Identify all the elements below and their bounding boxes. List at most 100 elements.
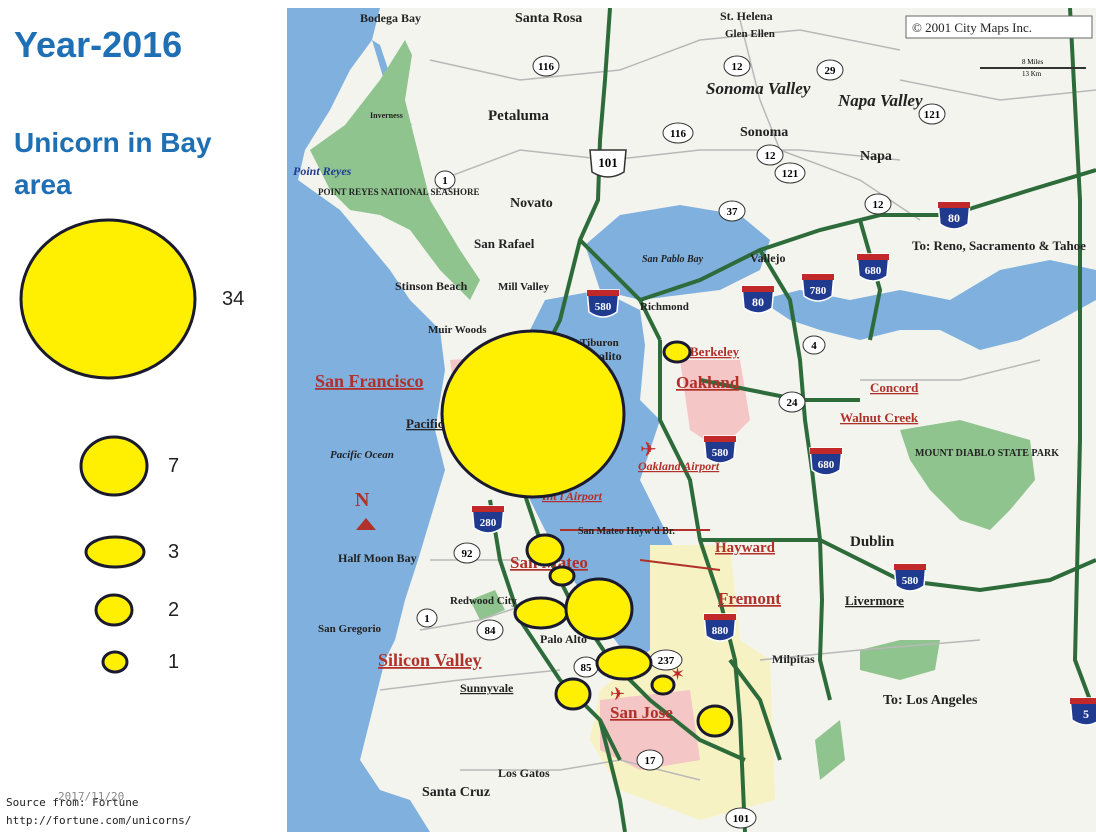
label-concord: Concord xyxy=(870,380,919,395)
label-palo-alto: Palo Alto xyxy=(540,632,587,646)
legend-bubble-3 xyxy=(84,535,146,569)
unicorn-bubble-san-mateo xyxy=(525,533,565,567)
shield-5: 5 xyxy=(1083,707,1089,721)
label-sonoma-valley: Sonoma Valley xyxy=(706,79,811,98)
shield-29: 29 xyxy=(825,65,837,77)
label-inverness: Inverness xyxy=(370,111,403,120)
shield-1-a: 1 xyxy=(442,175,448,187)
label-berkeley: Berkeley xyxy=(690,344,740,359)
interstate-shields: 80 680 780 580 80 580 680 280 880 580 5 xyxy=(471,201,1096,726)
pacific-ocean-water xyxy=(287,8,445,832)
label-oakland-airport: Oakland Airport xyxy=(638,459,720,473)
legend-label-3: 3 xyxy=(168,541,180,563)
sjc-airplane-icon: ✈ xyxy=(610,684,625,704)
label-sunnyvale: Sunnyvale xyxy=(460,681,514,695)
scale-km: 13 Km xyxy=(1022,70,1042,78)
suisun-bay-water xyxy=(760,260,1096,350)
label-pr-seashore: POINT REYES NATIONAL SEASHORE xyxy=(318,187,479,197)
shield-116-a: 116 xyxy=(538,61,554,73)
page-title: Year-2016 xyxy=(14,24,183,65)
label-glen-ellen: Glen Ellen xyxy=(725,28,775,40)
shield-580-b: 580 xyxy=(712,447,729,459)
shield-121-a: 121 xyxy=(924,109,941,121)
label-redwood-city: Redwood City xyxy=(450,595,517,607)
legend-label-34: 34 xyxy=(222,288,245,310)
source-url: http://fortune.com/unicorns/ xyxy=(6,814,192,827)
source-credit: Source from: Fortune xyxy=(6,796,139,809)
shield-12-a: 12 xyxy=(732,61,744,73)
unicorn-bubble-san-jose xyxy=(696,704,734,738)
shield-880: 880 xyxy=(712,625,729,637)
mount-diablo-park xyxy=(900,420,1035,530)
san-pablo-bay-water xyxy=(585,205,770,300)
label-st-helena: St. Helena xyxy=(720,9,773,23)
legend-bubble-34 xyxy=(19,218,197,380)
north-arrow-icon xyxy=(356,518,376,530)
label-san-mateo-bridge: San Mateo Hayw'd Br. xyxy=(578,526,675,537)
shield-80-a: 80 xyxy=(948,211,960,225)
label-walnut-creek: Walnut Creek xyxy=(840,410,919,425)
state-route-shields: 116 12 29 121 116 101 12 121 1 37 12 4 2… xyxy=(416,55,946,829)
label-half-moon-bay: Half Moon Bay xyxy=(338,551,417,565)
shield-37: 37 xyxy=(727,206,739,218)
label-richmond: Richmond xyxy=(640,301,689,313)
label-vallejo: Vallejo xyxy=(750,251,786,265)
size-legend xyxy=(19,218,197,674)
shield-1-b: 1 xyxy=(424,613,430,625)
unicorn-bubble-san-francisco xyxy=(440,329,626,499)
label-san-francisco: San Francisco xyxy=(315,371,424,391)
legend-bubble-7 xyxy=(79,435,149,497)
label-santa-cruz: Santa Cruz xyxy=(422,785,490,800)
label-san-jose: San Jose xyxy=(610,703,673,722)
unicorn-bubble-menlo-park xyxy=(564,577,634,641)
bridges xyxy=(560,529,721,571)
label-bodega-bay: Bodega Bay xyxy=(360,11,421,25)
unicorn-bubble-mountain-view xyxy=(595,645,653,681)
label-mill-valley: Mill Valley xyxy=(498,281,550,293)
map-copyright: © 2001 City Maps Inc. xyxy=(912,20,1032,35)
shield-121-b: 121 xyxy=(782,168,799,180)
oakland-airplane-icon: ✈ xyxy=(640,439,657,461)
moffett-star-icon: ✶ xyxy=(670,664,685,684)
label-silicon-valley: Silicon Valley xyxy=(378,650,482,670)
label-north: N xyxy=(355,489,370,511)
place-labels: Bodega Bay Santa Rosa St. Helena Glen El… xyxy=(293,9,1086,800)
shield-17: 17 xyxy=(645,755,657,767)
label-fremont: Fremont xyxy=(718,589,781,608)
unicorn-bubble-sunnyvale xyxy=(554,677,592,711)
unicorn-bubble-berkeley xyxy=(662,340,692,364)
shield-4-a: 4 xyxy=(811,340,817,352)
label-pacific-ocean: Pacific Ocean xyxy=(330,449,394,461)
label-napa: Napa xyxy=(860,149,892,164)
shield-85: 85 xyxy=(581,662,593,674)
sunol-park xyxy=(860,640,940,680)
shield-92: 92 xyxy=(462,548,474,560)
label-oakland: Oakland xyxy=(676,373,740,392)
label-tiburon: Tiburon xyxy=(580,337,619,349)
label-hayward: Hayward xyxy=(715,540,776,556)
label-to-la: To: Los Angeles xyxy=(883,693,978,708)
unicorn-bubble-foster-city xyxy=(548,565,576,587)
label-livermore: Livermore xyxy=(845,593,904,608)
point-reyes-park xyxy=(310,40,480,300)
label-san-pablo-bay: San Pablo Bay xyxy=(642,254,704,265)
shield-24: 24 xyxy=(787,397,799,409)
san-jose-urban-area xyxy=(600,690,700,770)
shield-580-c: 580 xyxy=(902,575,919,587)
shield-780: 780 xyxy=(810,285,827,297)
shield-116-b: 116 xyxy=(670,128,686,140)
shield-101: 101 xyxy=(598,155,618,170)
legend-label-2: 2 xyxy=(168,599,180,621)
shield-12-b: 12 xyxy=(765,150,777,162)
label-pacifica: Pacifica xyxy=(406,416,451,431)
shield-237: 237 xyxy=(658,655,675,667)
shield-680-a: 680 xyxy=(865,265,882,277)
shield-580-a: 580 xyxy=(595,301,612,313)
label-santa-rosa: Santa Rosa xyxy=(515,11,582,26)
shield-84: 84 xyxy=(485,625,497,637)
oakland-urban-area xyxy=(680,360,750,450)
label-san-gregorio: San Gregorio xyxy=(318,623,382,635)
shield-12-c: 12 xyxy=(873,199,885,211)
shield-80-b: 80 xyxy=(752,295,764,309)
label-point-reyes: Point Reyes xyxy=(293,164,352,178)
